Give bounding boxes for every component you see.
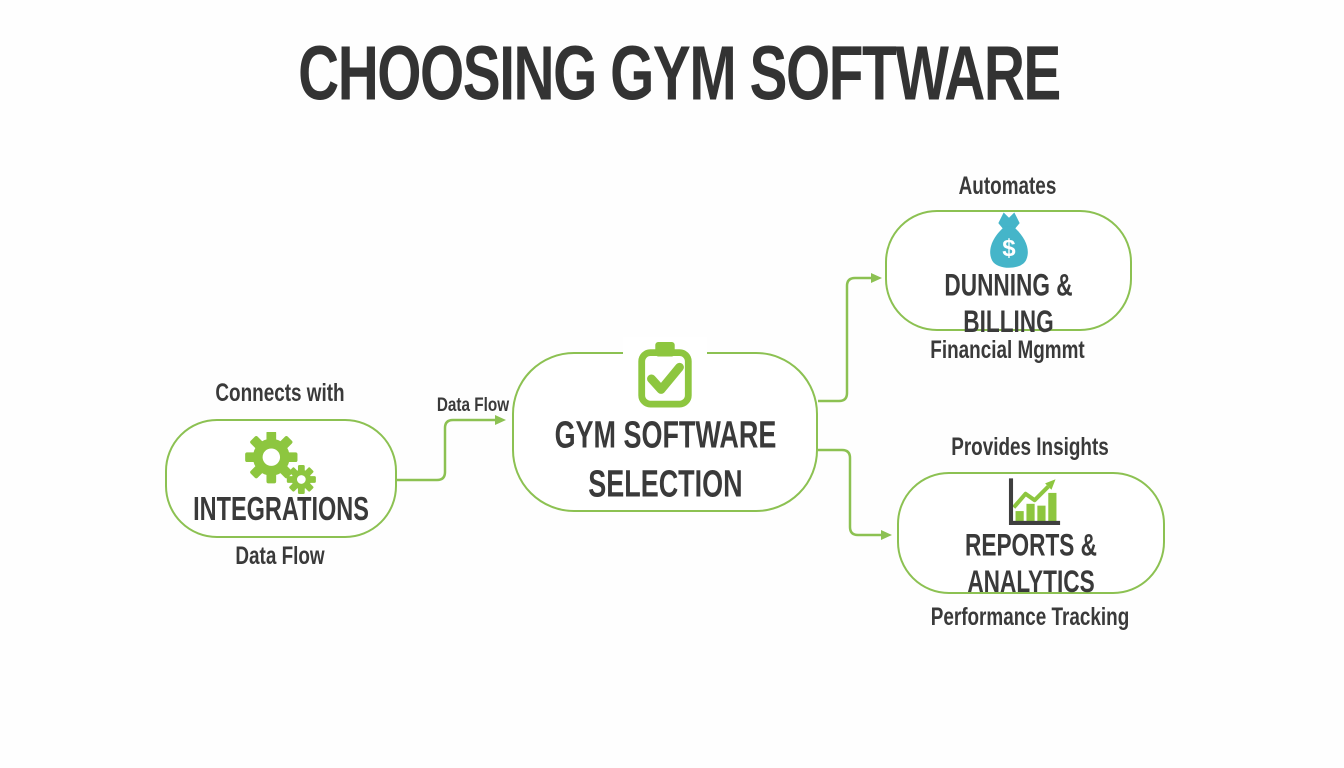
connector-integrations-to-selection bbox=[397, 415, 506, 482]
integrations-node-label: INTEGRATIONS bbox=[193, 490, 369, 528]
dunning-billing-label: DUNNING & BILLING bbox=[944, 265, 1073, 339]
dollar-sign: $ bbox=[1002, 235, 1016, 262]
reports-top-label: Provides Insights bbox=[951, 433, 1109, 462]
dunning-billing-node: $ DUNNING & BILLING bbox=[885, 208, 1132, 339]
gears-icon bbox=[243, 431, 319, 494]
dunning-top-label: Automates bbox=[958, 172, 1057, 201]
page-title: CHOOSING GYM SOFTWARE bbox=[298, 30, 1061, 117]
bar-chart-icon bbox=[997, 472, 1065, 532]
integrations-node: INTEGRATIONS bbox=[165, 419, 397, 538]
integrations-top-label: Connects with bbox=[215, 379, 345, 408]
dunning-bottom-label: Financial Mgmmt bbox=[930, 336, 1085, 365]
connector-selection-to-reports bbox=[818, 448, 892, 540]
reports-bottom-label: Performance Tracking bbox=[930, 603, 1130, 632]
reports-analytics-label: REPORTS & ANALYTICS bbox=[965, 526, 1097, 600]
gym-software-selection-node: GYM SOFTWARE SELECTION bbox=[512, 337, 818, 512]
clipboard-check-icon bbox=[623, 337, 707, 411]
reports-analytics-node: REPORTS & ANALYTICS bbox=[897, 472, 1165, 599]
connector-selection-to-dunning bbox=[818, 273, 882, 403]
money-bag-icon: $ bbox=[980, 208, 1038, 272]
gym-software-selection-label: GYM SOFTWARE SELECTION bbox=[554, 413, 776, 506]
integrations-bottom-label: Data Flow bbox=[235, 542, 325, 571]
connector-label-data-flow: Data Flow bbox=[436, 393, 510, 416]
